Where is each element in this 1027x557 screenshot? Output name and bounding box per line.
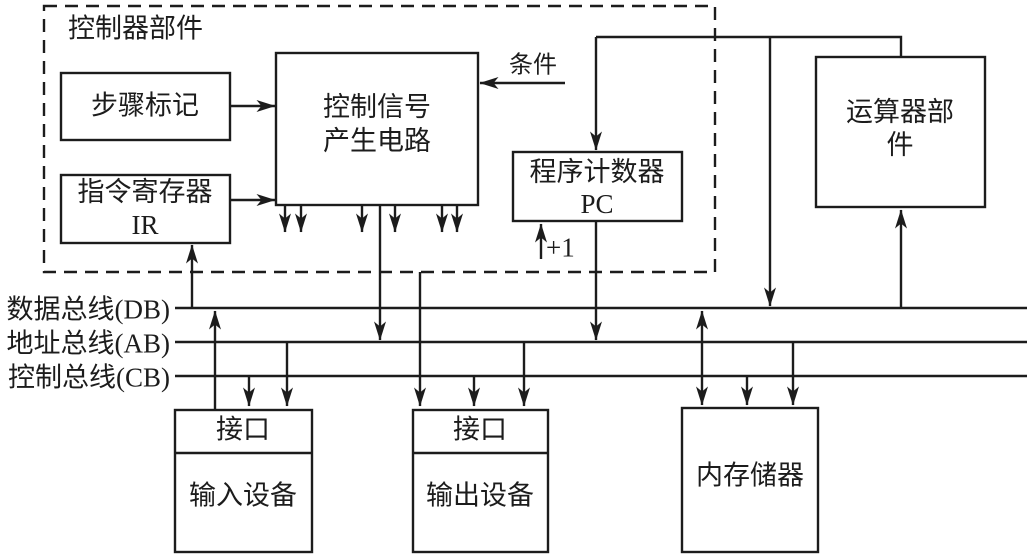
alu-label: 运算器部件 <box>846 97 954 160</box>
address-bus-label: 地址总线(AB) <box>6 328 171 359</box>
instruction-register-label: 指令寄存器 IR <box>77 177 213 240</box>
top-routing-line <box>596 35 903 57</box>
step-marker-label: 步骤标记 <box>91 90 199 121</box>
output-device-label: 输出设备 <box>426 480 534 511</box>
input-interface-label: 接口 <box>216 414 270 445</box>
instruction-register-box <box>59 173 232 245</box>
control-signal-box <box>274 51 480 207</box>
memory-box <box>680 406 820 554</box>
program-counter-box <box>511 150 684 223</box>
output-interface-label: 接口 <box>453 414 507 445</box>
program-counter-label: 程序计数器 PC <box>529 157 665 219</box>
control-signal-label: 控制信号 产生电路 <box>323 92 431 156</box>
condition-label: 条件 <box>509 52 557 79</box>
control-bus-label: 控制总线(CB) <box>8 362 170 393</box>
data-bus-label: 数据总线(DB) <box>6 294 171 325</box>
input-device-label: 输入设备 <box>189 480 297 511</box>
controller-section-label: 控制器部件 <box>68 13 203 44</box>
output-interface-box <box>411 408 550 554</box>
input-interface-box <box>173 408 314 554</box>
memory-label: 内存储器 <box>696 460 804 491</box>
plus-one-label: +1 <box>546 232 575 263</box>
